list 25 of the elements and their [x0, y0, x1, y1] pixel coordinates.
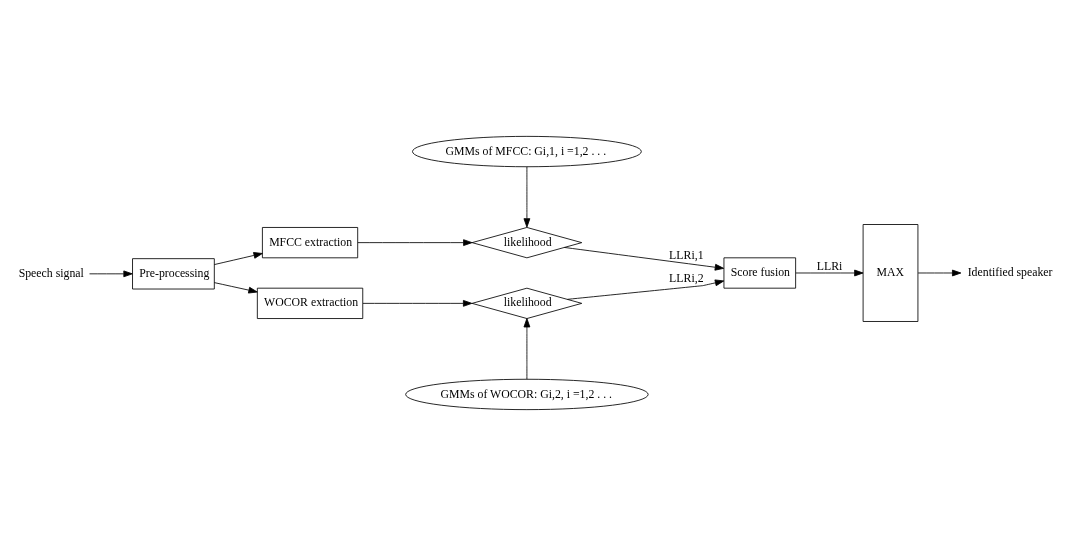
node-text: Speech signal — [18, 265, 84, 280]
arrow — [357, 238, 473, 246]
arrow — [795, 269, 864, 276]
node-box: MAX — [862, 223, 919, 322]
node-diamond: likelihood — [471, 287, 583, 319]
arrow — [89, 269, 133, 277]
edge-label: LLRi — [816, 258, 843, 273]
arrow — [917, 269, 962, 276]
node-box: Score fusion — [723, 256, 797, 289]
arrow — [563, 246, 725, 271]
node-box: MFCC extraction — [261, 226, 359, 258]
node-diamond: likelihood — [471, 226, 583, 258]
node-text: Identified speaker — [967, 264, 1053, 279]
arrow — [362, 299, 473, 307]
arrow — [523, 317, 531, 380]
edge-label: LLRi,2 — [669, 270, 704, 285]
arrow — [567, 279, 725, 300]
node-ellipse: GMMs of MFCC: Gi,1, i =1,2 . . . — [412, 135, 642, 167]
arrow — [213, 281, 258, 293]
node-ellipse: GMMs of WOCOR: Gi,2, i =1,2 . . . — [405, 378, 649, 410]
arrow — [213, 251, 263, 265]
arrow — [523, 165, 531, 227]
node-box: Pre-processing — [132, 257, 215, 289]
edge-label: LLRi,1 — [669, 247, 704, 262]
node-box: WOCOR extraction — [256, 287, 364, 319]
